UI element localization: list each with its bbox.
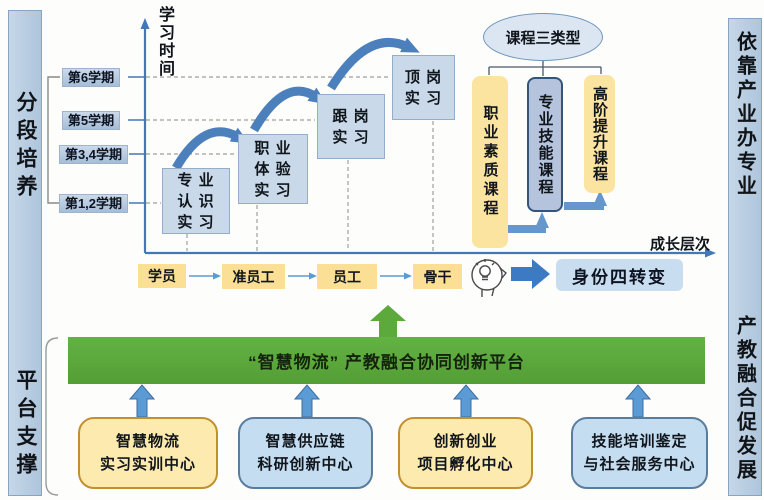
up-arrow-1 bbox=[128, 384, 156, 418]
stair-box-1: 专 业 认 识 实 习 bbox=[162, 168, 230, 234]
semester-chip-34: 第3,4学期 bbox=[59, 145, 128, 164]
idea-head-icon bbox=[471, 259, 507, 297]
identity-result-box: 身份四转变 bbox=[556, 259, 683, 291]
platform-bar: “智慧物流” 产教融合协同创新平台 bbox=[68, 337, 705, 384]
x-axis-label: 成长层次 bbox=[650, 236, 711, 253]
center-box-2: 智慧供应链 科研创新中心 bbox=[238, 417, 373, 489]
course-column-2: 专业技能课程 bbox=[527, 77, 563, 212]
stair-arrow-1 bbox=[172, 127, 250, 171]
up-arrow-2 bbox=[293, 384, 321, 418]
course-column-3: 高阶提升课程 bbox=[584, 75, 615, 193]
elbow-arrow-2 bbox=[564, 190, 607, 210]
stage-chip-3: 员工 bbox=[317, 264, 377, 289]
semester-chip-12: 第1,2学期 bbox=[59, 194, 128, 213]
identity-thick-arrow bbox=[511, 259, 550, 289]
up-arrow-3 bbox=[452, 384, 480, 418]
stair-box-2: 职 业 体 验 实 习 bbox=[238, 134, 308, 204]
stage-chip-2: 准员工 bbox=[222, 264, 285, 289]
up-arrow-4 bbox=[624, 384, 652, 418]
semester-chip-6: 第6学期 bbox=[62, 68, 120, 87]
stage-chip-4: 骨干 bbox=[413, 264, 462, 289]
dashed-guides bbox=[146, 76, 434, 251]
platform-bracket bbox=[45, 337, 59, 496]
course-types-title: 课程三类型 bbox=[483, 13, 603, 61]
stair-box-4: 顶 岗 实 习 bbox=[392, 55, 455, 120]
center-box-4: 技能培训鉴定 与社会服务中心 bbox=[571, 417, 708, 489]
stair-arrow-2 bbox=[250, 86, 327, 133]
elbow-arrow-1 bbox=[506, 212, 549, 233]
left-sidebar: 分段培养 平台支撑 bbox=[8, 10, 42, 496]
right-sidebar-bottom-label: 产教融合促发展 bbox=[733, 315, 756, 483]
right-sidebar-top-label: 依靠产业办专业 bbox=[733, 31, 756, 199]
stair-box-3: 跟 岗 实 习 bbox=[317, 94, 385, 159]
semester-stubs bbox=[128, 76, 145, 204]
semester-chip-5: 第5学期 bbox=[62, 111, 120, 130]
y-axis-label: 学习时间 bbox=[156, 6, 173, 78]
right-sidebar: 依靠产业办专业 产教融合促发展 bbox=[728, 18, 762, 496]
left-sidebar-bottom-label: 平台支撑 bbox=[14, 369, 37, 481]
semester-bracket bbox=[47, 76, 60, 204]
left-sidebar-top-label: 分段培养 bbox=[14, 91, 37, 203]
stair-arrow-3 bbox=[327, 37, 420, 91]
center-box-3: 创新创业 项目孵化中心 bbox=[398, 417, 533, 489]
stage-chip-1: 学员 bbox=[138, 264, 186, 288]
course-column-1: 职业素质课程 bbox=[472, 76, 508, 248]
center-box-1: 智慧物流 实习实训中心 bbox=[78, 417, 218, 489]
green-up-arrow bbox=[370, 305, 406, 337]
course-connector bbox=[488, 60, 602, 76]
